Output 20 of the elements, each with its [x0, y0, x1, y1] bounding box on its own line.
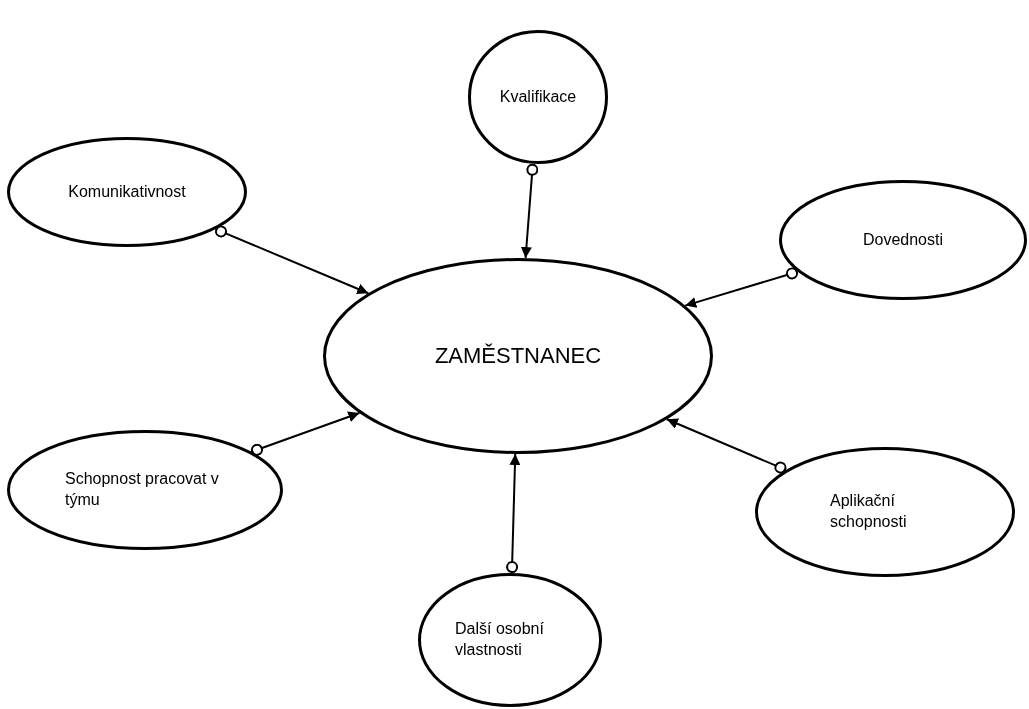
arrow — [214, 225, 370, 295]
ellipse — [323, 258, 713, 454]
arrow — [665, 418, 787, 474]
ellipse — [418, 573, 602, 707]
ellipse — [468, 30, 608, 164]
arrow — [506, 453, 521, 574]
ellipse — [779, 180, 1027, 300]
node-label: Aplikační schopnosti — [830, 491, 908, 532]
ellipse — [7, 137, 247, 247]
arrow — [520, 162, 539, 260]
arrow — [684, 267, 799, 308]
node-label: Dovednosti — [862, 229, 943, 250]
ellipse — [755, 447, 1015, 577]
node-label: Kvalifikace — [499, 86, 577, 107]
node-label: Schopnost pracovat v týmu — [65, 469, 220, 510]
arrow — [250, 411, 361, 456]
node-label: Další osobní vlastnosti — [455, 619, 545, 660]
node-label: ZAMĚSTNANEC — [434, 341, 602, 370]
node-label: Komunikativnost — [68, 181, 186, 202]
ellipse — [7, 430, 283, 550]
